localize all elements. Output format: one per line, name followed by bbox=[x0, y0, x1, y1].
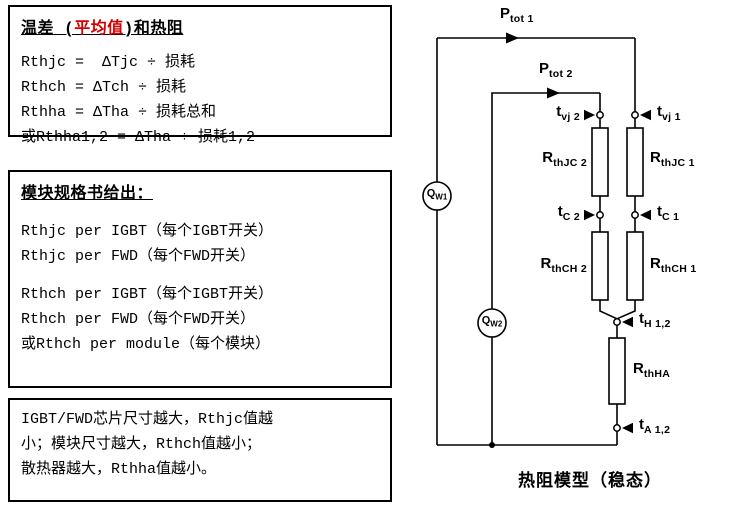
label-rthha: RthHA bbox=[633, 360, 671, 380]
group-spacer bbox=[21, 269, 379, 282]
resistor-rthjc1 bbox=[626, 127, 644, 197]
source-qw2 bbox=[477, 308, 507, 338]
marker-ta12-icon bbox=[622, 422, 633, 434]
marker-tc2-icon bbox=[584, 209, 595, 221]
nodes bbox=[596, 111, 639, 432]
datasheet-line-rthjc-igbt: Rthjc per IGBT（每个IGBT开关） bbox=[21, 223, 274, 240]
note-line-2: 小；模块尺寸越大，Rthch值越小； bbox=[21, 436, 262, 453]
formula-rthha12: 或Rthha1,2 = ΔTha ÷ 损耗1,2 bbox=[21, 129, 256, 146]
box-size-note: IGBT/FWD芯片尺寸越大，Rthjc值越 小；模块尺寸越大，Rthch值越小… bbox=[8, 398, 392, 502]
node-tc1 bbox=[631, 211, 639, 219]
label-tvj2: tvj 2 bbox=[556, 103, 580, 123]
resistor-rthch1 bbox=[626, 231, 644, 301]
formula-rthha: Rthha = ΔTha ÷ 损耗总和 bbox=[21, 104, 217, 121]
label-tc2: tC 2 bbox=[557, 203, 580, 223]
node-tc2 bbox=[596, 211, 604, 219]
label-ta12: tA 1,2 bbox=[639, 416, 671, 436]
thermal-model-diagram bbox=[422, 32, 651, 448]
datasheet-line-rthch-fwd: Rthch per FWD（每个FWD开关） bbox=[21, 311, 256, 328]
note-line-1: IGBT/FWD芯片尺寸越大，Rthjc值越 bbox=[21, 411, 274, 428]
marker-th12-icon bbox=[622, 316, 633, 328]
label-ptot1: Ptot 1 bbox=[500, 5, 534, 25]
node-th12 bbox=[613, 318, 621, 326]
label-th12: tH 1,2 bbox=[639, 310, 671, 330]
node-tvj1 bbox=[631, 111, 639, 119]
arrow-ptot2-icon bbox=[547, 87, 560, 99]
label-rthjc2: RthJC 2 bbox=[542, 149, 587, 169]
datasheet-line-rthjc-fwd: Rthjc per FWD（每个FWD开关） bbox=[21, 248, 256, 265]
resistor-rthha bbox=[608, 337, 626, 405]
label-rthch2: RthCH 2 bbox=[540, 255, 587, 275]
node-ta12 bbox=[613, 424, 621, 432]
box1-title: 温差 (平均值)和热阻 bbox=[21, 20, 184, 38]
source-qw1 bbox=[422, 181, 452, 211]
marker-tvj2-icon bbox=[584, 109, 595, 121]
note-line-3: 散热器越大，Rthha值越小。 bbox=[21, 461, 217, 478]
marker-tvj1-icon bbox=[640, 109, 651, 121]
label-qw2: QW2 bbox=[481, 314, 503, 329]
box-temp-difference: 温差 (平均值)和热阻 Rthjc = ΔTjc ÷ 损耗 Rthch = ΔT… bbox=[8, 5, 392, 146]
resistor-rthch2 bbox=[591, 231, 609, 301]
marker-tc1-icon bbox=[640, 209, 651, 221]
formula-rthch: Rthch = ΔTch ÷ 损耗 bbox=[21, 79, 187, 96]
arrow-ptot1-icon bbox=[506, 32, 519, 44]
label-rthjc1: RthJC 1 bbox=[650, 149, 695, 169]
label-rthch1: RthCH 1 bbox=[650, 255, 697, 275]
diagram-caption: 热阻模型（稳态） bbox=[518, 471, 662, 490]
label-qw1: QW1 bbox=[426, 187, 448, 202]
label-tvj1: tvj 1 bbox=[657, 103, 681, 123]
label-tc1: tC 1 bbox=[657, 203, 680, 223]
box-datasheet: 模块规格书给出： Rthjc per IGBT（每个IGBT开关） Rthjc … bbox=[8, 170, 392, 388]
resistors bbox=[591, 127, 644, 405]
node-tvj2 bbox=[596, 111, 604, 119]
resistor-rthjc2 bbox=[591, 127, 609, 197]
box1-title-highlight: 平均值 bbox=[74, 20, 124, 38]
box2-title: 模块规格书给出： bbox=[21, 185, 154, 203]
junction-dot bbox=[489, 442, 495, 448]
datasheet-line-rthch-igbt: Rthch per IGBT（每个IGBT开关） bbox=[21, 286, 274, 303]
formula-rthjc: Rthjc = ΔTjc ÷ 损耗 bbox=[21, 54, 196, 71]
label-ptot2: Ptot 2 bbox=[539, 60, 573, 80]
datasheet-line-rthch-module: 或Rthch per module（每个模块） bbox=[21, 336, 271, 353]
thermal-model-panel: Ptot 1 Ptot 2 tvj 2 tvj 1 RthJC 2 RthJC … bbox=[400, 0, 745, 509]
